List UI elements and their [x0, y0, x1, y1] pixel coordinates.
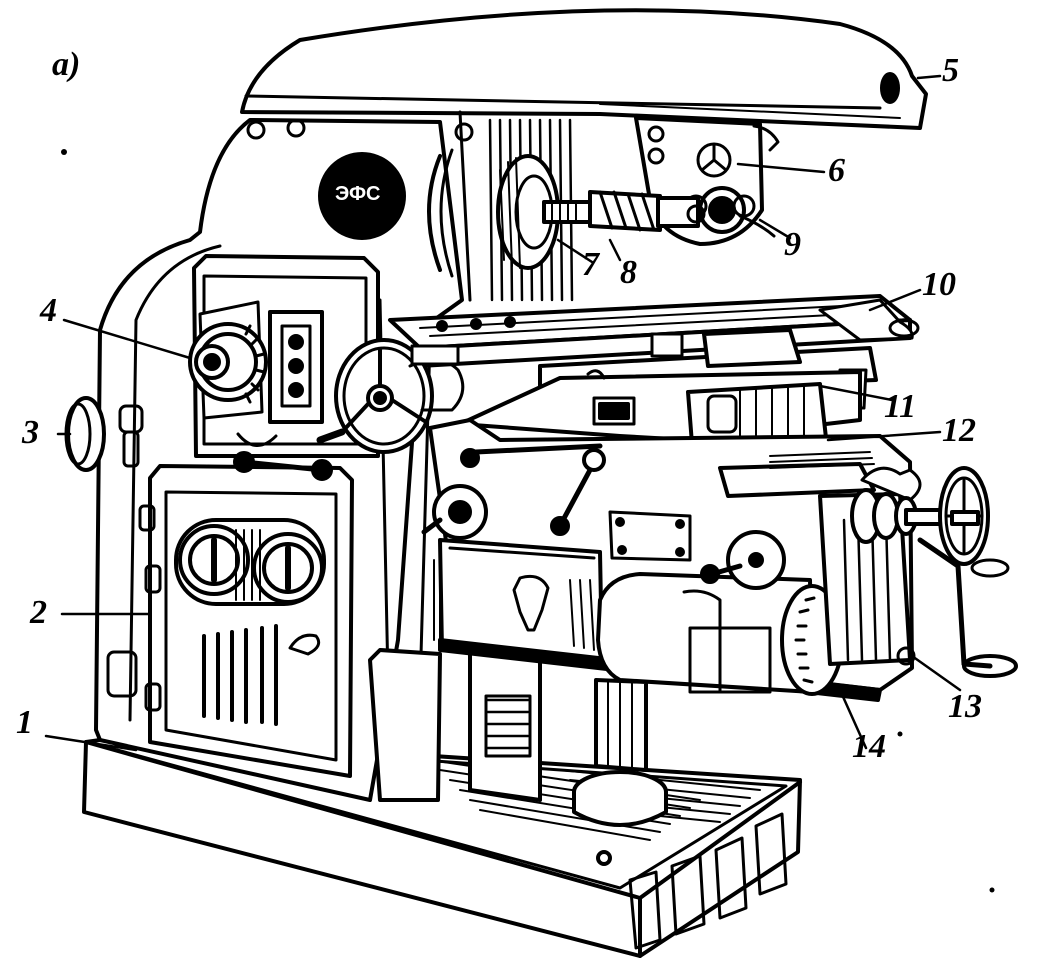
callout-14: 14 [852, 728, 886, 765]
knee-handwheel [316, 338, 465, 454]
stray-dot [61, 149, 67, 155]
callout-6: 6 [828, 152, 845, 189]
callout-7: 7 [582, 246, 599, 283]
callout-1: 1 [16, 704, 33, 741]
callout-3: 3 [22, 414, 39, 451]
callout-12: 12 [942, 412, 976, 449]
stray-dot [989, 887, 995, 893]
stray-dot [897, 731, 903, 737]
callout-5: 5 [942, 52, 959, 89]
column-body [64, 118, 574, 802]
panel-label: a) [52, 46, 81, 83]
overarm [240, 8, 928, 302]
callout-8: 8 [620, 254, 637, 291]
knee-console [421, 418, 1018, 827]
callout-10: 10 [922, 266, 956, 303]
callout-9: 9 [784, 226, 801, 263]
callout-13: 13 [948, 688, 982, 725]
milling-cutter [588, 190, 706, 232]
spindle-arbor [496, 154, 592, 270]
base-plate [82, 734, 802, 958]
callout-11: 11 [884, 388, 917, 425]
motor-badge-text: ЭФС [335, 183, 381, 205]
saddle [458, 369, 862, 446]
leader-lines [44, 74, 962, 752]
callout-4: 4 [40, 292, 57, 329]
callout-2: 2 [30, 594, 47, 631]
